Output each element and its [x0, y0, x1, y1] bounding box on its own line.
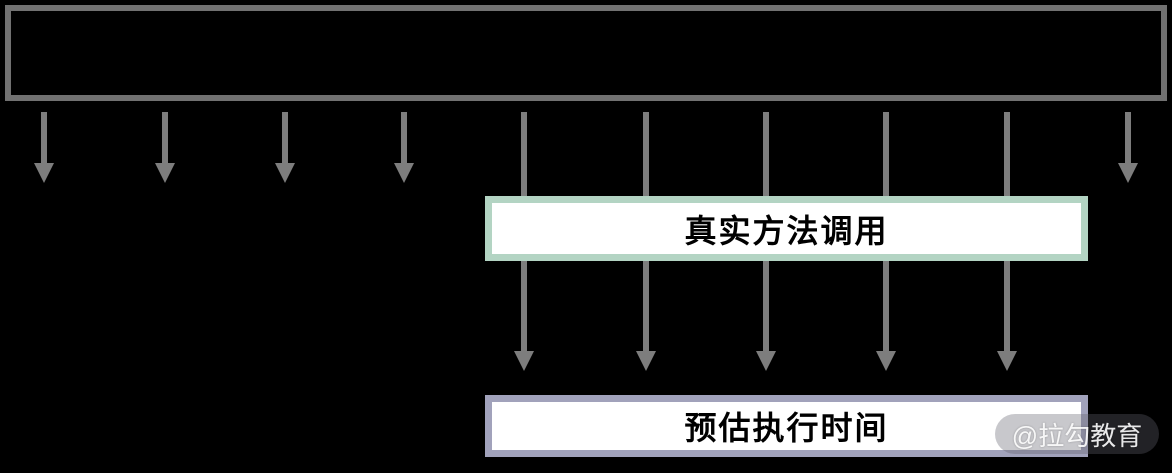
real-call-box: 真实方法调用: [485, 196, 1088, 261]
flow-arrow-short: [394, 112, 414, 183]
flow-arrow-short: [275, 112, 295, 183]
top-box: [5, 5, 1167, 101]
watermark-text: @拉勾教育: [1011, 420, 1143, 451]
watermark-badge: @拉勾教育: [995, 414, 1159, 454]
estimate-box: 预估执行时间: [485, 395, 1088, 457]
flow-arrow-short: [34, 112, 54, 183]
flow-arrow-short: [155, 112, 175, 183]
flow-arrow-short: [1118, 112, 1138, 183]
estimate-box-label: 预估执行时间: [684, 410, 889, 446]
real-call-box-label: 真实方法调用: [684, 212, 889, 249]
